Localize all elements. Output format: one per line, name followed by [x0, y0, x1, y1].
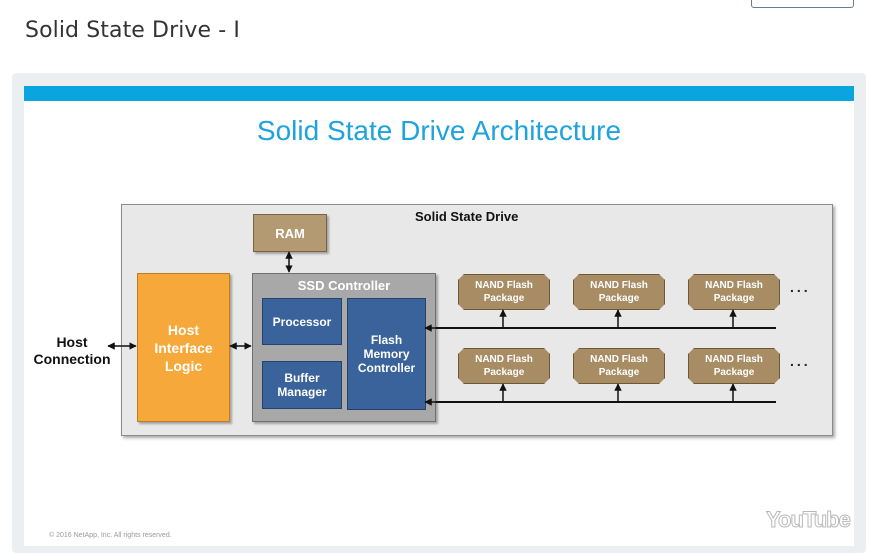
nand-package-r1-c2: NAND Flash Package	[573, 274, 665, 310]
video-top-bar	[24, 86, 854, 101]
processor-block: Processor	[262, 298, 342, 345]
top-button[interactable]	[751, 0, 854, 8]
nand-package-r1-c3: NAND Flash Package	[688, 274, 780, 310]
host-interface-logic-block: Host Interface Logic	[137, 273, 230, 422]
nand-row2-ellipsis: ...	[790, 353, 811, 369]
ssd-box	[121, 204, 833, 436]
ssd-label: Solid State Drive	[415, 209, 519, 224]
page-title: Solid State Drive - I	[25, 18, 240, 43]
slide-title: Solid State Drive Architecture	[256, 115, 622, 146]
video-player[interactable]: Solid State Drive Architecture Solid Sta…	[24, 86, 854, 546]
nand-row1-ellipsis: ...	[790, 279, 811, 295]
ssd-controller-block: SSD Controller Processor Buffer Manager …	[252, 273, 436, 422]
youtube-logo-icon[interactable]: YouTube	[766, 507, 852, 533]
nand-package-r1-c1: NAND Flash Package	[458, 274, 550, 310]
buffer-manager-block: Buffer Manager	[262, 361, 342, 409]
nand-package-r2-c3: NAND Flash Package	[688, 348, 780, 384]
host-connection-label: Host Connection	[33, 334, 111, 367]
ssd-controller-label: SSD Controller	[297, 278, 391, 293]
nand-package-r2-c1: NAND Flash Package	[458, 348, 550, 384]
copyright-text: © 2016 NetApp, Inc. All rights reserved.	[49, 532, 172, 539]
flash-memory-controller-block: Flash Memory Controller	[347, 298, 426, 410]
nand-package-r2-c2: NAND Flash Package	[573, 348, 665, 384]
ram-block: RAM	[253, 214, 327, 252]
